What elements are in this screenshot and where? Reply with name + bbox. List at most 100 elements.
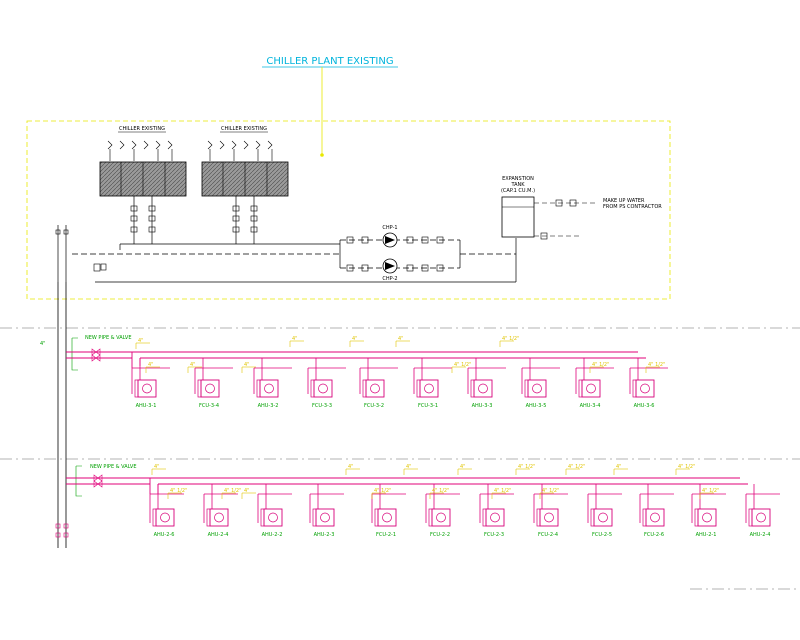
unit-label: FCU-2-2 <box>430 532 450 538</box>
unit-coil <box>197 379 202 398</box>
pipe-size-label: 4" 1/2" <box>432 488 449 494</box>
unit-coil <box>312 508 317 527</box>
branch-1-label: NEW PIPE & VALVE <box>85 335 132 341</box>
unit-coil <box>632 379 637 398</box>
unit-label: AHU-2-4 <box>750 532 771 538</box>
fan-icon <box>756 512 766 523</box>
unit-ahu-2-1: AHU-2-1 <box>694 508 717 538</box>
pipe-size-tag: 4" <box>345 464 360 475</box>
pipe-size-label: 4" 1/2" <box>568 464 585 470</box>
unit-coil <box>428 508 433 527</box>
tank-label-1: EXPANSTION <box>502 176 534 182</box>
branch-2-header: NEW PIPE & VALVE <box>66 464 150 497</box>
fan-icon <box>436 512 446 523</box>
unit-box <box>313 379 333 398</box>
unit-ahu-2-4: AHU-2-4 <box>206 508 229 538</box>
fan-icon <box>424 383 434 394</box>
unit-fcu-2-5: FCU-2-5 <box>590 508 613 538</box>
unit-ahu-3-1: AHU-3-1 <box>134 379 157 409</box>
fan-icon <box>160 512 170 523</box>
unit-label: AHU-3-1 <box>136 403 157 409</box>
pipe-size-tag: 4" 1/2" <box>429 488 449 499</box>
unit-coil <box>470 379 475 398</box>
unit-box <box>539 508 559 527</box>
pipe-size-tag: 4" <box>289 336 304 347</box>
unit-box <box>581 379 601 398</box>
makeup-water-line-1: MAKE UP WATER <box>603 198 645 204</box>
pipe-size-tag: 4" 1/2" <box>499 336 519 347</box>
pump-chp-1-label: CHP-1 <box>382 225 397 231</box>
chiller-2: CHILLER EXISTING <box>201 126 289 244</box>
pipe-size-tag: 4" <box>135 338 150 349</box>
pipe-size-label: 4" <box>148 362 153 368</box>
unit-label: AHU-2-6 <box>154 532 175 538</box>
unit-coil <box>260 508 265 527</box>
unit-coil <box>590 508 595 527</box>
fan-icon <box>205 383 215 394</box>
unit-box <box>365 379 385 398</box>
fan-icon <box>640 383 650 394</box>
chiller-1: CHILLER EXISTING <box>99 126 187 244</box>
unit-label: FCU-2-6 <box>644 532 664 538</box>
unit-coil <box>362 379 367 398</box>
fan-icon <box>268 512 278 523</box>
fan-icon <box>490 512 500 523</box>
pump-chp-2: CHP-2 <box>382 258 398 282</box>
unit-box <box>263 508 283 527</box>
unit-label: FCU-3-3 <box>312 403 332 409</box>
unit-box <box>593 508 613 527</box>
fan-icon <box>598 512 608 523</box>
pipe-size-label: 4" 1/2" <box>702 488 719 494</box>
unit-box <box>645 508 665 527</box>
branch-2-pipes <box>149 477 780 523</box>
fan-icon <box>478 383 488 394</box>
pipe-size-label: 4" 1/2" <box>170 488 187 494</box>
fan-icon <box>142 383 152 394</box>
pipe-size-tag: 4" <box>241 488 256 499</box>
makeup-water-line-2: FROM PS CONTRACTOR <box>603 204 662 210</box>
pipe-size-tag: 4" 1/2" <box>699 488 719 499</box>
pipe-size-label: 4" 1/2" <box>374 488 391 494</box>
pipe-size-tag: 4" 1/2" <box>221 488 241 499</box>
pipe-size-label: 4" <box>154 464 159 470</box>
branch-1-pipes <box>131 351 668 394</box>
unit-label: FCU-3-1 <box>418 403 438 409</box>
unit-label: FCU-3-2 <box>364 403 384 409</box>
branch-2-label: NEW PIPE & VALVE <box>90 464 137 470</box>
pipe-size-tag: 4" <box>613 464 628 475</box>
unit-fcu-2-6: FCU-2-6 <box>642 508 665 538</box>
pipe-size-tag: 4" 1/2" <box>491 488 511 499</box>
unit-label: AHU-2-1 <box>696 532 717 538</box>
pipe-size-tag: 4" 1/2" <box>565 464 585 475</box>
pipe-size-tag: 4" 1/2" <box>371 488 391 499</box>
unit-fcu-3-4: FCU-3-4 <box>197 379 220 409</box>
branch-1-main-size: 4" <box>40 341 45 347</box>
unit-coil <box>642 508 647 527</box>
fan-icon <box>544 512 554 523</box>
unit-coil <box>134 379 139 398</box>
unit-label: AHU-2-4 <box>208 532 229 538</box>
pipe-size-tag: 4" <box>395 336 410 347</box>
unit-ahu-3-5: AHU-3-5 <box>524 379 547 409</box>
fan-icon <box>650 512 660 523</box>
unit-coil <box>482 508 487 527</box>
branch-2-pipe-sizes: 4"4"4"4"4"4" 1/2"4" 1/2"4"4" 1/2"4" 1/2"… <box>151 464 719 499</box>
unit-coil <box>256 379 261 398</box>
pipe-size-label: 4" <box>616 464 621 470</box>
unit-label: FCU-2-3 <box>484 532 504 538</box>
unit-label: AHU-3-4 <box>580 403 601 409</box>
unit-coil <box>152 508 157 527</box>
unit-coil <box>206 508 211 527</box>
fan-icon <box>532 383 542 394</box>
pipe-size-label: 4" <box>398 336 403 342</box>
unit-label: AHU-3-5 <box>526 403 547 409</box>
pipe-size-label: 4" 1/2" <box>648 362 665 368</box>
pipe-size-tag: 4" 1/2" <box>589 362 609 373</box>
unit-coil <box>694 508 699 527</box>
pipe-size-tag: 4" 1/2" <box>167 488 187 499</box>
unit-coil <box>748 508 753 527</box>
unit-label: AHU-3-3 <box>472 403 493 409</box>
unit-fcu-3-3: FCU-3-3 <box>310 379 333 409</box>
unit-box <box>431 508 451 527</box>
